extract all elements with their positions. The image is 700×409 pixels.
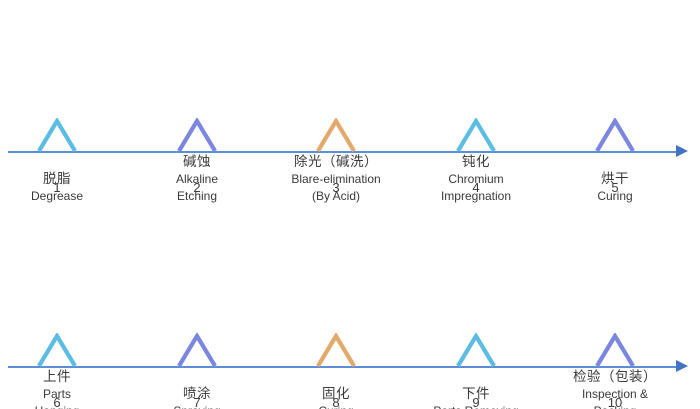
step-label-block: 上件 PartsHanging — [0, 334, 132, 409]
process-step[interactable]: 下件 Parts Removing9 — [401, 245, 551, 409]
step-label-block: 烘干 Curing — [540, 119, 690, 205]
step-label-en-2: (By Acid) — [311, 188, 360, 203]
step-number: 7 — [193, 395, 201, 409]
process-step[interactable]: 检验（包装） Inspection & Packing10 — [540, 245, 690, 409]
step-label-en: Parts — [42, 386, 71, 401]
chevron-marker-icon[interactable] — [312, 118, 360, 152]
step-number: 2 — [193, 180, 201, 195]
step-label-en: Inspection & — [581, 386, 649, 401]
step-label-block: 脱脂 Degrease — [0, 119, 132, 205]
step-label-en: Spraying — [173, 403, 220, 409]
chevron-marker-icon[interactable] — [173, 333, 221, 367]
chevron-marker-icon[interactable] — [312, 333, 360, 367]
step-label-block: 检验（包装） Inspection & Packing — [540, 334, 690, 409]
process-step[interactable]: 上件 PartsHanging6 — [0, 245, 132, 409]
step-label-block: 喷涂 Spraying — [122, 334, 272, 409]
step-label-en-2: Impregnation — [440, 188, 512, 203]
step-label-en: Alkaline — [175, 171, 219, 186]
step-label-en: Chromium — [448, 171, 504, 186]
step-label-cn: 烘干 — [601, 170, 629, 186]
process-step[interactable]: 固化 Curing8 — [261, 245, 411, 409]
step-label-cn: 除光（碱洗） — [294, 153, 378, 169]
step-number: 1 — [53, 180, 61, 195]
timeline-axis-line — [8, 366, 676, 368]
chevron-marker-icon[interactable] — [173, 118, 221, 152]
step-label-cn: 碱蚀 — [183, 153, 211, 169]
step-label-cn: 下件 — [462, 385, 490, 401]
step-label-cn: 钝化 — [462, 153, 490, 169]
step-number: 6 — [53, 395, 61, 409]
step-label-en-2: Etching — [176, 188, 218, 203]
step-number: 5 — [611, 180, 619, 195]
chevron-marker-icon[interactable] — [591, 118, 639, 152]
timeline-arrow-icon — [676, 360, 688, 372]
step-label-cn: 固化 — [322, 385, 350, 401]
step-label-en: Curing — [597, 188, 633, 203]
process-step[interactable]: 喷涂 Spraying7 — [122, 245, 272, 409]
step-label-block: 除光（碱洗） Blare-elimination (By Acid) — [261, 119, 411, 205]
timeline-axis-line — [8, 151, 676, 153]
step-label-en: Parts Removing — [433, 403, 518, 409]
process-step[interactable]: 除光（碱洗） Blare-elimination (By Acid)3 — [261, 20, 411, 205]
chevron-marker-icon[interactable] — [33, 333, 81, 367]
step-number: 10 — [607, 395, 623, 409]
chevron-marker-icon[interactable] — [452, 118, 500, 152]
step-number: 8 — [332, 395, 340, 409]
step-label-cn: 检验（包装） — [573, 368, 657, 384]
step-number: 3 — [332, 180, 340, 195]
timeline-row-coating: 上件 PartsHanging6 喷涂 Spraying7 固化 Curing8 下件 Par… — [0, 245, 700, 409]
step-label-en: Degrease — [30, 188, 84, 203]
step-label-block: 下件 Parts Removing — [401, 334, 551, 409]
step-label-block: 固化 Curing — [261, 334, 411, 409]
chevron-marker-icon[interactable] — [33, 118, 81, 152]
step-label-en-2: Packing — [594, 403, 637, 409]
chevron-marker-icon[interactable] — [452, 333, 500, 367]
step-number: 9 — [472, 395, 480, 409]
step-label-cn: 脱脂 — [43, 170, 71, 186]
step-label-cn: 上件 — [43, 368, 71, 384]
step-label-en: Blare-elimination — [291, 171, 381, 186]
step-label-cn: 喷涂 — [183, 385, 211, 401]
chevron-marker-icon[interactable] — [591, 333, 639, 367]
step-label-en: Curing — [318, 403, 353, 409]
step-label-en-2: Hanging — [35, 403, 80, 409]
timeline-arrow-icon — [676, 145, 688, 157]
step-number: 4 — [472, 180, 480, 195]
